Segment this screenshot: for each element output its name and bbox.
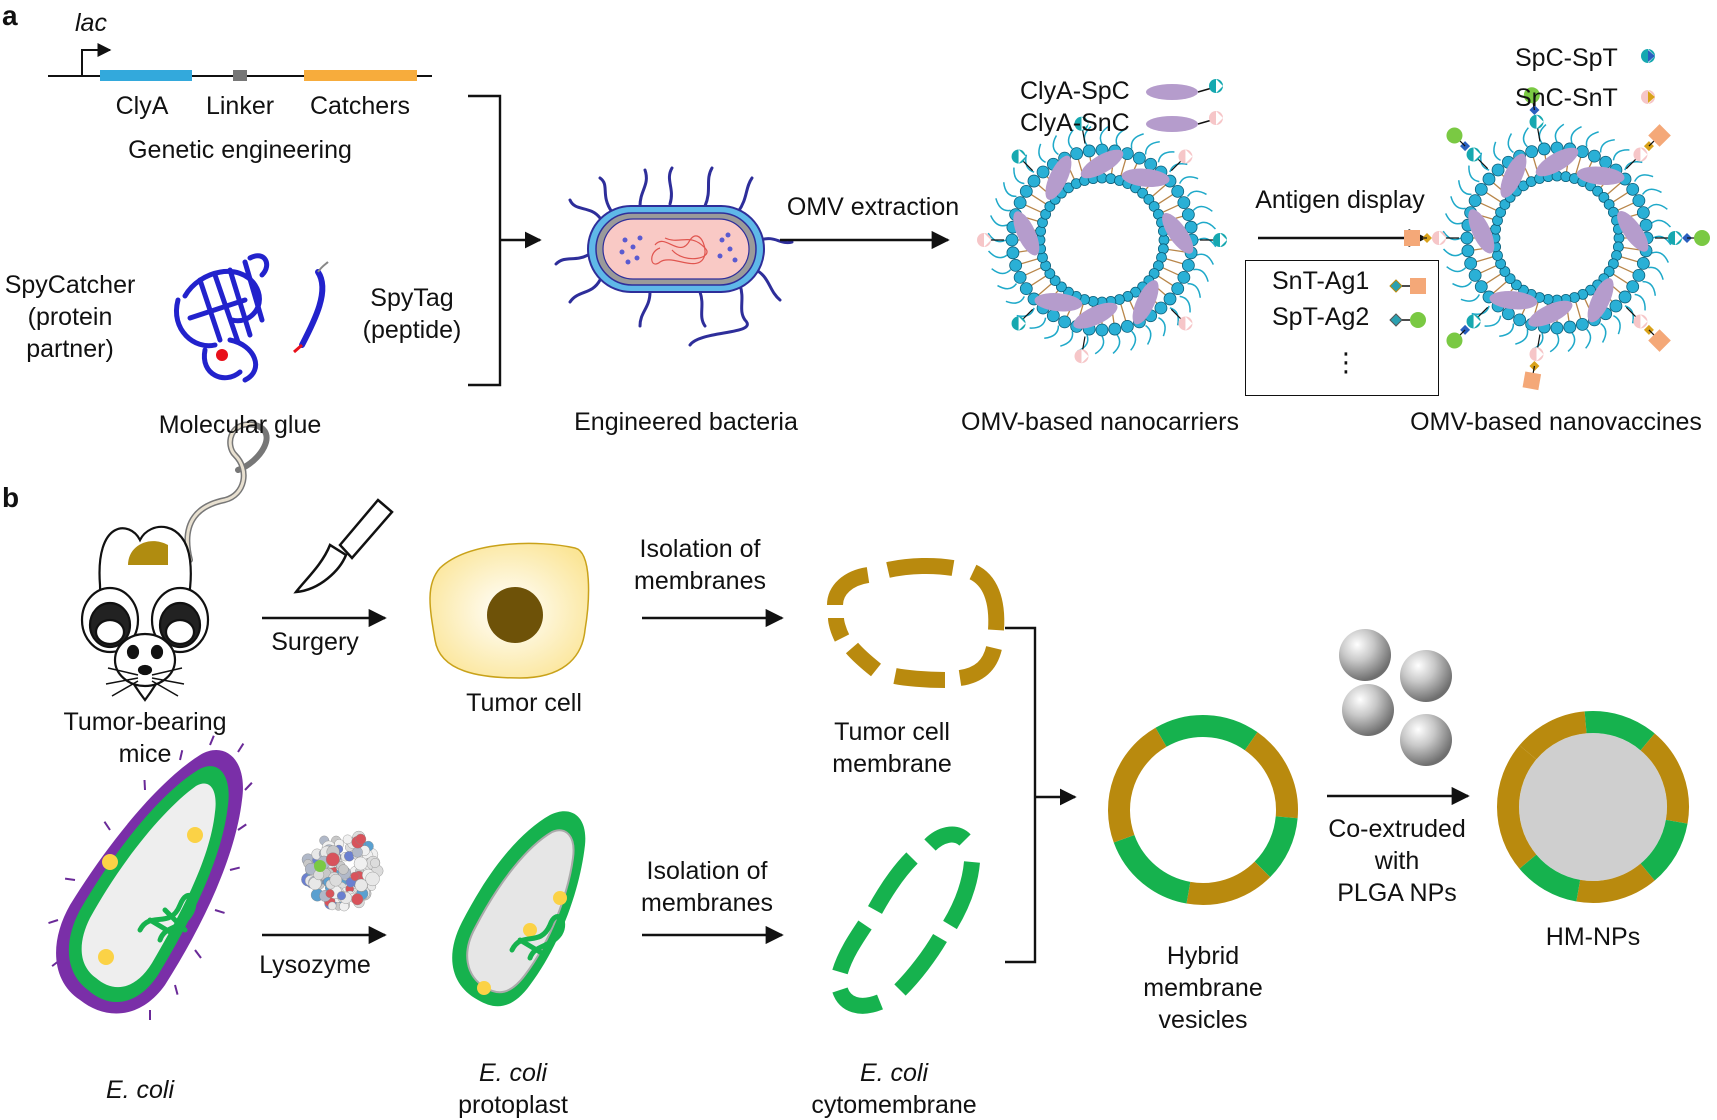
engineered-bacteria-label: Engineered bacteria <box>574 408 798 436</box>
tumor-bearing-mouse-icon <box>80 421 270 702</box>
panel-b-bracket <box>1005 626 1077 964</box>
ecoli-label: E. coli <box>105 1076 175 1104</box>
mice-label-line2: mice <box>118 740 172 768</box>
snc-snt-label: SnC-SnT <box>1515 84 1618 112</box>
spytag-peptide-icon <box>293 261 329 354</box>
clya-gene-label: ClyA <box>115 92 169 120</box>
hybrid-label-line2: membrane <box>1143 974 1263 1002</box>
omv-nanovaccine-vesicle <box>1404 87 1710 391</box>
hm-np-particle <box>1497 711 1689 903</box>
omv-extraction-label: OMV extraction <box>786 193 960 221</box>
clya-gene-segment <box>100 70 192 81</box>
nanovaccines-label: OMV-based nanovaccines <box>1410 408 1702 436</box>
spytag-label-line2: (peptide) <box>362 316 462 344</box>
spc-spt-label: SpC-SpT <box>1515 44 1618 72</box>
molecular-glue-label: Molecular glue <box>158 411 322 439</box>
hybrid-membrane-vesicle <box>1108 715 1298 905</box>
linker-label: Linker <box>205 92 275 120</box>
isolation-bottom-label: Isolation of <box>646 857 768 885</box>
panel-b-label: b <box>2 482 20 513</box>
spytag-label: SpyTag <box>370 284 454 312</box>
surgery-label: Surgery <box>271 628 359 656</box>
coextruded-label-line2: with <box>1374 847 1420 875</box>
snc-snt-legend-icon <box>1641 90 1655 104</box>
omv-nanocarrier-vesicle <box>977 116 1227 364</box>
tumor-membrane-label-line2: membrane <box>832 750 952 778</box>
plga-nanoparticles-icon <box>1339 629 1452 766</box>
gene-construct <box>48 43 432 81</box>
spt-ag2-icon <box>1389 312 1426 328</box>
protoplast-label: E. coli <box>478 1059 548 1087</box>
scalpel-icon <box>293 498 394 594</box>
tumor-membrane-label: Tumor cell <box>834 718 950 746</box>
protoplast-label-line2: protoplast <box>458 1091 568 1119</box>
ecoli-bacterium-icon <box>48 735 253 1020</box>
isolation-top-label: Isolation of <box>639 535 761 563</box>
clya-snc-legend-icon <box>1146 111 1223 132</box>
cytomembrane-label-line2: cytomembrane <box>811 1091 977 1119</box>
panel-a-bracket <box>468 94 542 387</box>
ecoli-protoplast-icon <box>452 811 586 1007</box>
tumor-cell-label: Tumor cell <box>466 689 582 717</box>
clya-spc-label: ClyA-SpC <box>1020 77 1130 105</box>
isolation-bottom-label-line2: membranes <box>641 889 773 917</box>
coextruded-label-line3: PLGA NPs <box>1337 879 1457 907</box>
nucleus-icon <box>487 587 543 643</box>
antigen-box <box>1245 260 1439 396</box>
isolation-top-label-line2: membranes <box>634 567 766 595</box>
panel-a-label: a <box>2 0 18 31</box>
snt-ag1-label: SnT-Ag1 <box>1272 267 1370 295</box>
coextruded-label: Co-extruded <box>1328 815 1466 843</box>
spycatcher-label: SpyCatcher <box>4 271 136 299</box>
spc-spt-legend-icon <box>1641 49 1655 63</box>
engineered-bacterium-icon <box>554 166 794 347</box>
catchers-label: Catchers <box>309 92 411 120</box>
catchers-segment <box>304 70 417 81</box>
hmnps-label: HM-NPs <box>1545 923 1641 951</box>
clya-snc-label: ClyA-SnC <box>1020 109 1130 137</box>
tumor-cell-icon <box>429 542 590 679</box>
linker-segment <box>233 70 247 81</box>
hybrid-label: Hybrid <box>1166 942 1240 970</box>
lysozyme-label: Lysozyme <box>259 951 371 979</box>
spycatcher-label-line3: partner) <box>26 335 114 363</box>
more-antigens-ellipsis: ⋮ <box>1333 347 1359 377</box>
genetic-engineering-label: Genetic engineering <box>128 136 352 164</box>
ecoli-cytomembrane-fragments <box>832 826 980 1014</box>
spycatcher-label-line2: (protein <box>27 303 113 331</box>
lac-promoter-label: lac <box>75 9 107 37</box>
nanocarriers-label: OMV-based nanocarriers <box>961 408 1239 436</box>
cytomembrane-label: E. coli <box>859 1059 929 1087</box>
clya-spc-legend-icon <box>1146 79 1223 100</box>
mice-label: Tumor-bearing <box>63 708 227 736</box>
antigen-display-label: Antigen display <box>1255 186 1425 214</box>
hybrid-label-line3: vesicles <box>1158 1006 1248 1034</box>
tumor-cell-membrane-fragments <box>827 557 1005 688</box>
lysozyme-molecule-icon <box>301 830 384 912</box>
snt-ag1-icon <box>1389 278 1426 294</box>
spycatcher-protein-icon <box>174 253 270 383</box>
spt-ag2-label: SpT-Ag2 <box>1272 303 1370 331</box>
